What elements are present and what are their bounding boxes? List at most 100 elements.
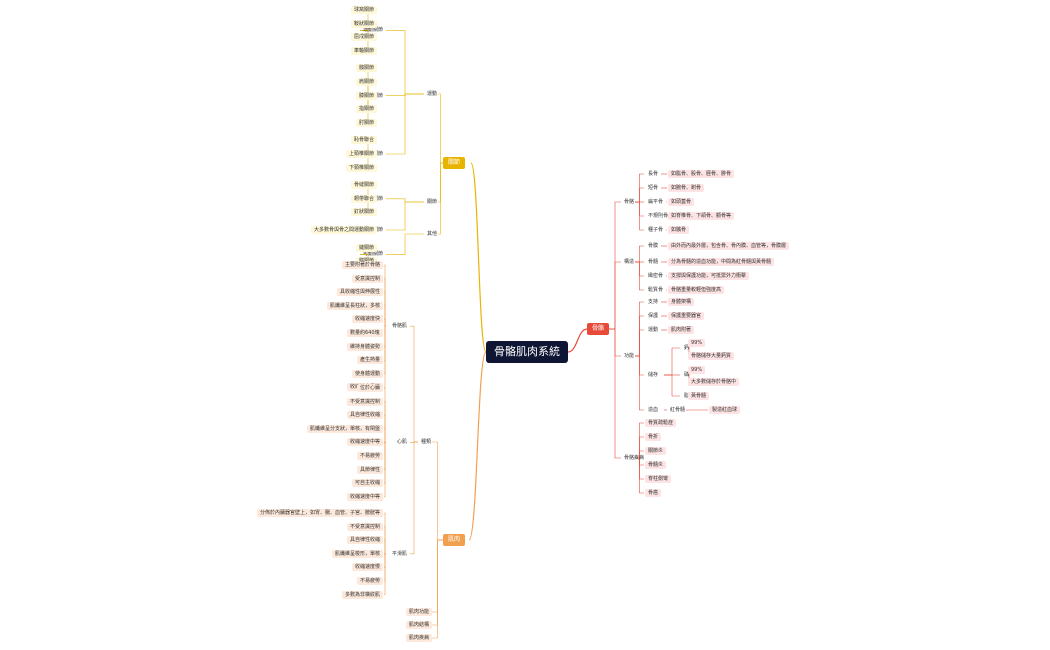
bone-subgroup[interactable]: 保護 (648, 313, 659, 319)
bone-subgroup[interactable]: 關節炎 (645, 447, 667, 455)
bone-storage-detail[interactable]: 骨骼儲存大量鈣質 (688, 352, 735, 360)
bone-subgroup[interactable]: 種子骨 (648, 227, 664, 233)
bone-subgroup[interactable]: 扁平骨 (648, 199, 664, 205)
bone-subgroup[interactable]: 儲存 (648, 372, 659, 378)
muscle-group[interactable]: 肌肉結構 (406, 621, 433, 629)
muscle-item[interactable]: 不受意識控制 (347, 397, 384, 406)
muscle-item[interactable]: 主要附著於骨骼 (342, 261, 384, 269)
bone-subgroup[interactable]: 支持 (648, 299, 659, 305)
root-node[interactable]: 骨骼肌肉系統 (486, 341, 568, 363)
joint-subgroup[interactable]: 可動關節 (363, 251, 384, 258)
bone-group[interactable]: 骨骼 (624, 199, 635, 205)
bone-subgroup[interactable]: 造血 (648, 407, 659, 413)
muscle-item[interactable]: 不受意識控制 (347, 522, 384, 531)
joint-item[interactable]: 車軸關節 (351, 46, 378, 55)
muscle-subgroup[interactable]: 心肌 (397, 439, 408, 446)
muscle-item[interactable]: 具自律性收縮 (347, 536, 384, 545)
bone-subgroup[interactable]: 長骨 (648, 171, 659, 177)
bone-group[interactable]: 骨骼疾病 (624, 455, 645, 461)
joint-item[interactable]: 球窩關節 (351, 6, 378, 14)
bone-item[interactable]: 分為骨髓的造血功能，中間為紅骨髓與黃骨髓 (668, 258, 775, 266)
joint-item[interactable]: 韌帶聯合 (351, 194, 378, 203)
joint-item[interactable]: 鏈關節 (356, 243, 378, 252)
bone-subgroup[interactable]: 鬆質骨 (648, 287, 664, 293)
joint-item[interactable]: 下頸椎關節 (346, 163, 378, 172)
bone-item[interactable]: 如頭蓋骨 (668, 198, 695, 206)
muscle-item[interactable]: 收縮速度快 (352, 315, 384, 324)
muscle-item[interactable]: 分佈於內臟器官壁上，如胃、腸、血管、子宮、膀胱等 (257, 509, 384, 517)
branch-muscle[interactable]: 肌肉 (443, 534, 466, 546)
muscle-item[interactable]: 數量約640塊 (347, 329, 383, 337)
bone-group[interactable]: 構造 (624, 259, 635, 265)
bone-subgroup[interactable]: 運動 (648, 327, 659, 333)
bone-item[interactable]: 如肱骨、股骨、脛骨、腓骨 (668, 170, 735, 178)
muscle-item[interactable]: 產生熱量 (357, 356, 384, 365)
joint-group[interactable]: 其他 (427, 231, 438, 237)
bone-subgroup[interactable]: 骨髓炎 (645, 461, 667, 469)
muscle-item[interactable]: 使身體運動 (352, 369, 384, 378)
bone-subgroup[interactable]: 骨膜 (648, 243, 659, 249)
bone-subgroup[interactable]: 不規則骨 (648, 213, 669, 219)
joint-group[interactable]: 運動 (427, 91, 438, 97)
muscle-item[interactable]: 不易疲勞 (357, 452, 384, 460)
joint-item[interactable]: 大多數骨與骨之間運動關節 (311, 226, 378, 234)
muscle-item[interactable]: 多數為非橫紋肌 (342, 590, 384, 599)
joint-item[interactable]: 屈戌關節 (351, 33, 378, 42)
muscle-item[interactable]: 收縮速度中等 (347, 438, 384, 447)
muscle-item[interactable]: 收縮速度慢 (352, 563, 384, 572)
muscle-item[interactable]: 受意識控制 (352, 274, 384, 283)
bone-subgroup[interactable]: 短骨 (648, 185, 659, 191)
muscle-item[interactable]: 可自主收縮 (352, 479, 384, 488)
joint-item[interactable]: 釘狀關節 (351, 208, 378, 217)
joint-item[interactable]: 指關節 (356, 105, 378, 114)
muscle-item[interactable]: 肌纖維呈分支狀，單核，有閏盤 (307, 424, 384, 433)
joint-item[interactable]: 骨縫關節 (351, 181, 378, 190)
muscle-group[interactable]: 種類 (421, 439, 432, 445)
joint-item[interactable]: 肘關節 (356, 118, 378, 127)
muscle-subgroup[interactable]: 平滑肌 (392, 550, 408, 557)
muscle-item[interactable]: 收縮速度中等 (347, 492, 384, 501)
muscle-item[interactable]: 具自律性收縮 (347, 411, 384, 420)
muscle-item[interactable]: 具收縮性與伸展性 (337, 288, 384, 297)
bone-item[interactable]: 骨骼重量較輕但強度高 (668, 286, 725, 294)
muscle-item[interactable]: 維持身體姿勢 (347, 342, 384, 351)
bone-item[interactable]: 保護重要器官 (668, 312, 705, 320)
muscle-item[interactable]: 位於心臟 (357, 384, 384, 392)
joint-item[interactable]: 恥骨聯合 (351, 136, 378, 145)
muscle-item[interactable]: 具節律性 (357, 465, 384, 474)
bone-item[interactable]: 紅骨髓 (670, 407, 686, 413)
bone-item[interactable]: 如腕骨、跗骨 (668, 184, 705, 192)
bone-item[interactable]: 製造紅血球 (709, 406, 741, 414)
bone-item[interactable]: 如脊椎骨、下頜骨、顴骨等 (668, 212, 735, 220)
muscle-item[interactable]: 肌纖維呈梭形，單核 (332, 549, 384, 558)
bone-item[interactable]: 身體架構 (668, 298, 695, 306)
joint-item[interactable]: 膝關節 (356, 91, 378, 100)
bone-subgroup[interactable]: 脊柱側彎 (645, 475, 672, 483)
bone-storage-detail[interactable]: 99% (688, 366, 706, 374)
bone-item[interactable]: 支撐與保護功能，可抵禦外力衝擊 (668, 272, 750, 280)
bone-subgroup[interactable]: 緻密骨 (648, 273, 664, 279)
bone-item[interactable]: 肌肉附著 (668, 326, 695, 334)
bone-subgroup[interactable]: 骨質疏鬆症 (645, 419, 677, 427)
bone-storage-detail[interactable]: 大多數儲存於骨骼中 (688, 378, 740, 386)
bone-subgroup[interactable]: 骨髓 (648, 259, 659, 265)
muscle-group[interactable]: 肌肉功能 (406, 608, 433, 616)
joint-item[interactable]: 肩關節 (356, 78, 378, 86)
bone-item[interactable]: 由外而內最外層，包含骨、骨內膜、血管等，骨膜層 (668, 242, 790, 250)
muscle-item[interactable]: 不易疲勞 (357, 577, 384, 585)
joint-subgroup[interactable]: 運動關節 (363, 27, 384, 34)
bone-storage-item[interactable]: 鈣 (684, 345, 690, 351)
joint-group[interactable]: 關節 (427, 199, 438, 205)
bone-storage-detail[interactable]: 黃骨髓 (688, 392, 710, 400)
branch-joint[interactable]: 關節 (443, 157, 466, 169)
bone-subgroup[interactable]: 骨癌 (645, 489, 662, 497)
muscle-group[interactable]: 肌肉疾病 (406, 634, 433, 642)
bone-group[interactable]: 功能 (624, 353, 635, 359)
joint-item[interactable]: 髖關節 (356, 64, 378, 73)
branch-bone[interactable]: 骨骼 (587, 323, 610, 335)
joint-item[interactable]: 上頸椎關節 (346, 150, 378, 158)
bone-storage-detail[interactable]: 99% (688, 339, 706, 347)
muscle-subgroup[interactable]: 骨骼肌 (392, 323, 408, 330)
bone-item[interactable]: 如髕骨 (668, 226, 690, 234)
joint-item[interactable]: 鞍狀關節 (351, 19, 378, 28)
